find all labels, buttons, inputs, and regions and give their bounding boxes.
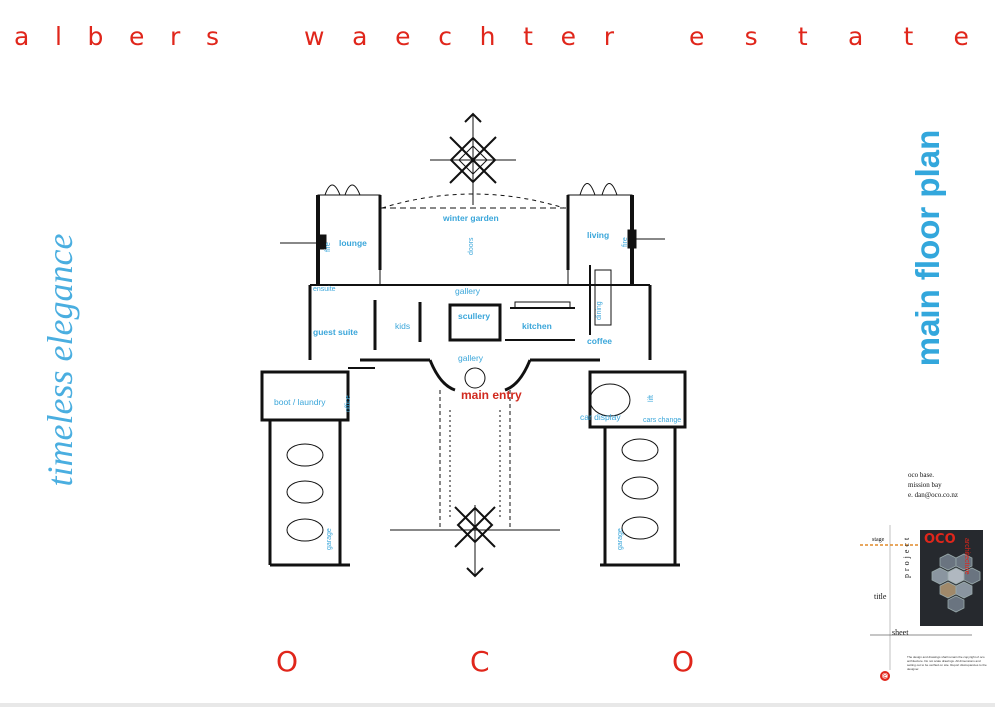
copyright-icon: © [880, 671, 890, 681]
logo-hex-pattern [931, 553, 981, 613]
title-letter: a [847, 21, 864, 51]
room-label-office: office [345, 395, 352, 412]
title-letter: l [54, 21, 62, 51]
title-block: stage project title sheet [860, 520, 985, 670]
contact-line-1: oco base. [908, 471, 935, 479]
title-letter: w [304, 21, 325, 51]
main-entry-label: main entry [461, 388, 522, 402]
title-letter: a [352, 21, 368, 51]
room-label-cars-change: cars change [643, 417, 682, 424]
room-label-car-display: car display [580, 412, 621, 422]
oco-letter-1: O [276, 645, 299, 678]
title-letter: s [205, 21, 219, 51]
project-label: project [902, 534, 911, 578]
title-letter: b [87, 21, 104, 51]
title-block-lines [860, 525, 972, 670]
contact-block: oco base. mission bay e. dan@oco.co.nz [908, 470, 958, 500]
title-letter: e [395, 21, 411, 51]
title-label: title [874, 592, 887, 601]
title-letter: t [523, 21, 533, 51]
title-letter: a [14, 21, 30, 51]
title-letter: t [797, 21, 808, 51]
title-letter: e [953, 21, 969, 51]
room-label-scullery: scullery [458, 311, 491, 321]
top-pavilion [430, 112, 516, 205]
room-label-kids: kids [395, 321, 411, 331]
sheet-label: sheet [892, 628, 909, 637]
sheet-title: main floor plan [909, 129, 946, 367]
logo-text: OCO [924, 532, 956, 547]
room-label-fire-left: fire [325, 242, 332, 252]
oco-letter-2: C [470, 645, 490, 678]
title-letter: c [438, 21, 452, 51]
room-label-coffee: coffee [587, 336, 613, 346]
room-label-living: living [587, 230, 610, 240]
room-label-gallery-mid: gallery [458, 353, 484, 363]
floor-plan-drawing [260, 112, 687, 578]
room-label-boot-laundry: boot / laundry [274, 397, 326, 407]
stage-label: stage [872, 537, 885, 543]
title-letter: e [689, 21, 705, 51]
room-label-garage-right: garage [617, 528, 624, 550]
title-letter: t [903, 21, 914, 51]
title-letter: h [479, 21, 496, 51]
title-letter: s [744, 21, 758, 51]
room-label-kitchen: kitchen [522, 321, 552, 331]
oco-logo-card: OCO architecture [920, 530, 983, 626]
room-label-winter-garden: winter garden [443, 213, 499, 223]
tagline: timeless elegance [40, 233, 80, 487]
fine-print: The design and drawings shall remain the… [907, 655, 987, 671]
room-label-fire-right: fire [622, 237, 629, 247]
title-letter: r [603, 21, 614, 51]
contact-line-2: mission bay [908, 481, 942, 489]
title-letter: r [170, 21, 181, 51]
room-label-gallery-top: gallery [455, 286, 481, 296]
room-label-dining: dining [596, 301, 603, 320]
room-label-lift: lift [648, 395, 655, 402]
oco-letter-3: O [672, 645, 695, 678]
oco-letters: O C O [0, 645, 995, 685]
logo-subtext: architecture [963, 538, 970, 575]
contact-line-3: e. dan@oco.co.nz [908, 491, 958, 499]
room-label-guest-suite: guest suite [313, 327, 358, 337]
room-label-lounge: lounge [339, 238, 367, 248]
title-letter: e [560, 21, 577, 51]
room-label-ensuite: ensuite [313, 286, 336, 293]
title-letter: e [129, 21, 145, 51]
room-label-garage-left: garage [326, 528, 333, 550]
room-label-doors: doors [468, 237, 475, 255]
